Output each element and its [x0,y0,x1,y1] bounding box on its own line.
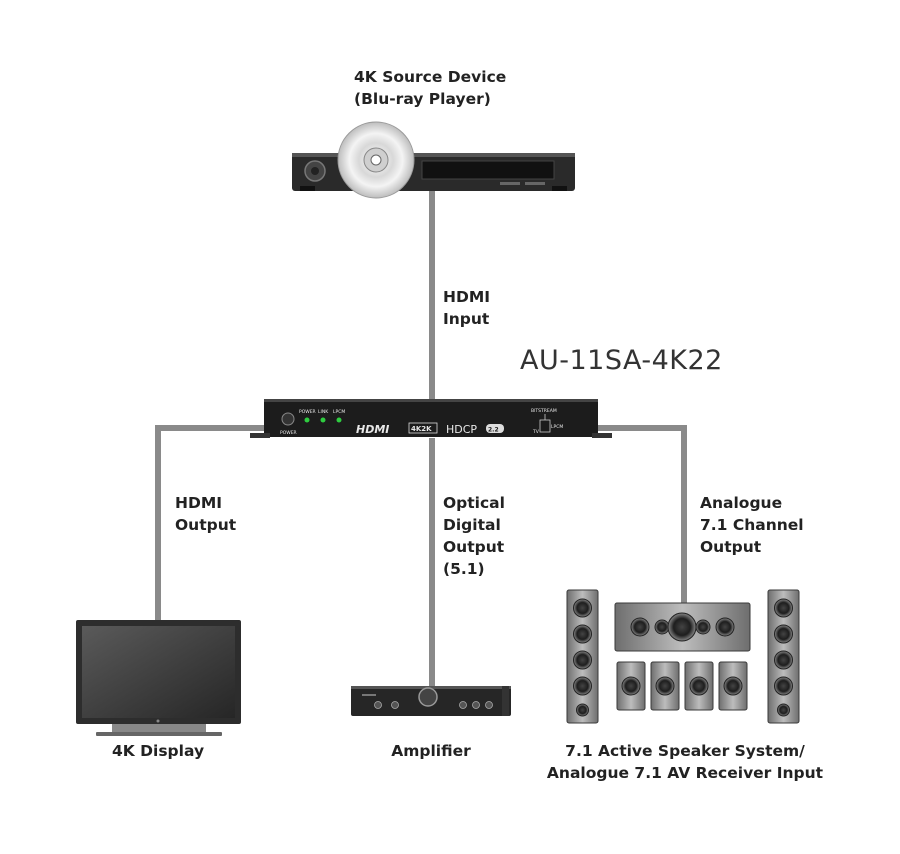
panel-logo-hdmi: HDMI [356,423,389,436]
led-lpcm-icon [336,417,342,423]
power-button-icon [281,412,295,426]
cable-analogue-output [598,425,687,604]
device-panel-text: POWER POWER LINK LPCM HDMI 4K2K HDCP 2.2… [280,408,563,436]
amplifier-label: Amplifier [391,742,471,760]
speaker-left-tower [566,589,599,724]
panel-logo-hdcp: HDCP [446,423,477,436]
hdmi-output-label: HDMI Output [175,494,237,534]
panel-led-label-lpcm: LPCM [333,409,345,415]
bluray-player [292,153,575,191]
panel-logo-4k2k: 4K2K [411,425,432,433]
panel-logo-hdcp-version: 2.2 [488,427,499,434]
panel-switch-label: BITSTREAM [531,408,557,414]
speaker-system-label: 7.1 Active Speaker System/ Analogue 7.1 … [546,742,824,782]
cable-hdmi-output [155,425,265,622]
panel-led-label-power: POWER [299,409,316,415]
bluray-disc [337,121,415,199]
optical-output-label: Optical Digital Output (5.1) [443,494,505,578]
panel-switch-tv: TV [532,429,540,435]
source-device-label: 4K Source Device (Blu-ray Player) [354,68,507,108]
speaker-satellites [616,661,748,711]
cables [155,190,687,688]
hdmi-input-label: HDMI Input [443,288,491,328]
speaker-center [614,602,751,652]
led-link-icon [320,417,326,423]
panel-power-label: POWER [280,430,297,436]
device-model-title: AU-11SA-4K22 [520,345,723,376]
display-label: 4K Display [111,742,205,760]
led-power-icon [304,417,310,423]
panel-led-label-link: LINK [318,409,329,415]
amplifier-device [351,686,511,716]
splitter-device [250,399,612,438]
panel-switch-lpcm: LPCM [551,424,563,430]
speaker-system [566,589,800,724]
tv-display [76,620,241,736]
speaker-right-tower [767,589,800,724]
analogue-output-label: Analogue 7.1 Channel Output [700,494,804,556]
